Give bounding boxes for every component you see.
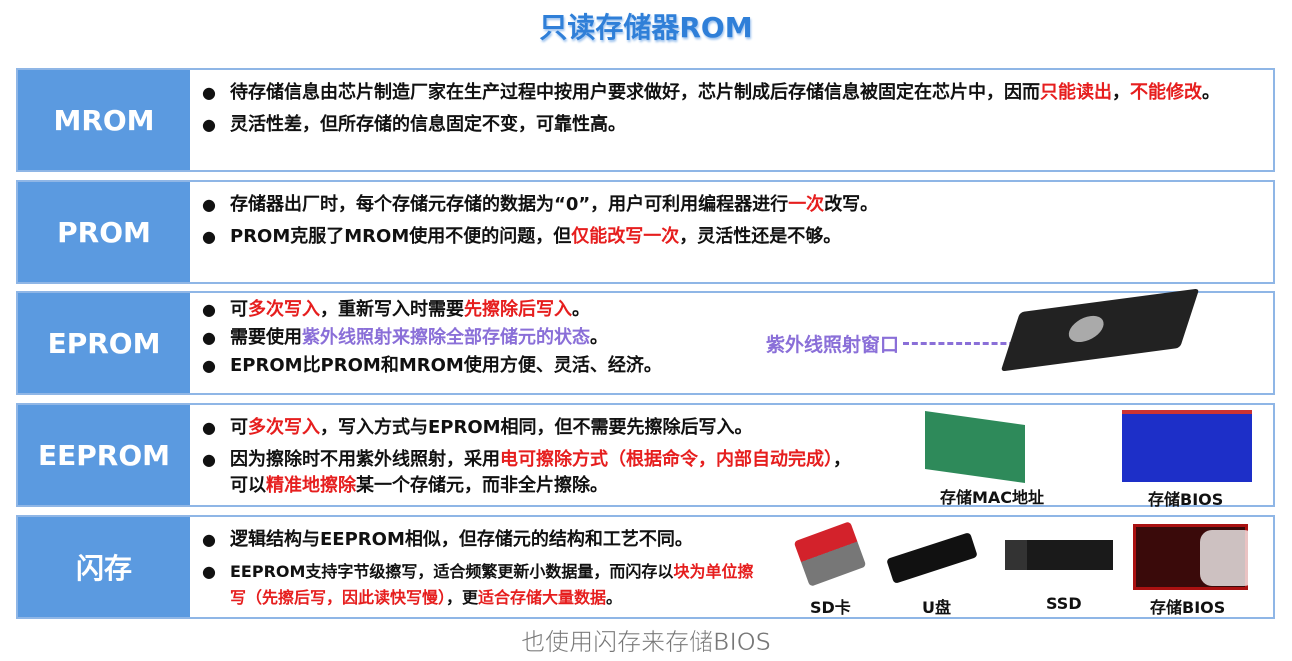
bullet-item: 灵活性差，但所存储的信息固定不变，可靠性高。 [200,112,1265,138]
bullet-item: 因为擦除时不用紫外线照射，采用电可擦除方式（根据命令，内部自动完成），可以精准地… [200,447,860,499]
row-label: EEPROM [18,405,190,505]
bullet-text: ，重新写入时需要 [320,299,464,320]
uv-window-icon [1065,313,1108,345]
highlight-text: 多次写入 [248,417,320,438]
subtitle-caption: 也使用闪存来存储BIOS [521,628,771,657]
row-content: 存储器出厂时，每个存储元存储的数据为“0”，用户可利用编程器进行一次改写。 PRO… [200,186,1265,250]
bullet-text: 可 [230,417,248,438]
uv-window-callout: 紫外线照射窗口 [766,330,1034,357]
rom-row-prom: PROM存储器出厂时，每个存储元存储的数据为“0”，用户可利用编程器进行一次改写… [16,180,1275,284]
row-label: PROM [18,182,190,282]
ssd-caption: SSD [1046,594,1082,613]
bullet-text: EPROM比PROM和MROM使用方便、灵活、经济。 [230,355,662,376]
bullet-text: 改写。 [824,194,879,215]
row-content: 逻辑结构与EEPROM相似，但存储元的结构和工艺不同。 EEPROM支持字节级擦写… [200,521,1265,611]
bullet-text: 存储器出厂时，每个存储元存储的数据为“0”，用户可利用编程器进行 [230,194,789,215]
rom-row-闪存: 闪存 逻辑结构与EEPROM相似，但存储元的结构和工艺不同。 EEPROM支持字节级… [16,515,1275,619]
highlight-text: 紫外线照射来擦除全部存储元的状态 [302,327,590,348]
bullet-text: 某一个存储元，而非全片擦除。 [356,475,608,496]
bullet-text: ，可以 [230,449,851,496]
bullet-text: ，更 [446,588,479,607]
bullet-text: 待存储信息由芯片制造厂家在生产过程中按用户要求做好，芯片制成后存储信息被固定在芯… [230,82,1040,103]
row-content: 可多次写入，重新写入时需要先擦除后写入。需要使用紫外线照射来擦除全部存储元的状态… [200,295,1265,379]
highlight-text: 先擦除后写入 [464,299,572,320]
highlight-text: 只能读出 [1040,82,1112,103]
rom-row-eeprom: EEPROM可多次写入，写入方式与EPROM相同，但不需要先擦除后写入。因为擦除… [16,403,1275,507]
bullet-item: 逻辑结构与EEPROM相似，但存储元的结构和工艺不同。 [200,527,1265,553]
bullet-text: 因为擦除时不用紫外线照射，采用 [230,449,500,470]
uv-window-label: 紫外线照射窗口 [766,334,900,356]
bullet-item: EPROM比PROM和MROM使用方便、灵活、经济。 [200,353,1265,379]
bullet-item: 可多次写入，写入方式与EPROM相同，但不需要先擦除后写入。 [200,415,1265,441]
bullet-text: 逻辑结构与EEPROM相似，但存储元的结构和工艺不同。 [230,529,693,550]
highlight-text: 多次写入 [248,299,320,320]
bullet-item: EEPROM支持字节级擦写，适合频繁更新小数据量，而闪存以块为单位擦写（先擦后写… [200,559,760,611]
bullet-text: ， [1112,82,1130,103]
usb-caption: U盘 [922,598,951,617]
bullet-text: 。 [572,299,590,320]
highlight-text: 精准地擦除 [266,475,356,496]
highlight-text: 仅能改写一次 [571,226,680,247]
bullet-text: 灵活性差，但所存储的信息固定不变，可靠性高。 [230,114,626,135]
mac-caption: 存储MAC地址 [940,488,1045,507]
bios-screen-image [1122,410,1252,482]
bullet-text: 可 [230,299,248,320]
bullet-text: EEPROM支持字节级擦写，适合频繁更新小数据量，而闪存以 [230,562,674,581]
highlight-text: 块为单位擦写（先擦后写，因此读快写慢） [230,562,754,607]
bullet-text: ，灵活性还是不够。 [679,226,842,247]
row-content: 可多次写入，写入方式与EPROM相同，但不需要先擦除后写入。因为擦除时不用紫外线… [200,409,1265,499]
highlight-text: 适合存储大量数据 [478,588,607,607]
bullet-text: ，写入方式与EPROM相同，但不需要先擦除后写入。 [320,417,753,438]
bullet-text: 。 [1202,82,1220,103]
page-title: 只读存储器ROM [539,11,753,44]
bullet-item: PROM克服了MROM使用不便的问题，但仅能改写一次，灵活性还是不够。 [200,224,1265,250]
bullet-text: PROM克服了MROM使用不便的问题，但 [230,226,572,247]
highlight-text: 电可擦除方式（根据命令，内部自动完成） [500,449,833,470]
sd-caption: SD卡 [810,598,851,617]
bullet-item: 可多次写入，重新写入时需要先擦除后写入。 [200,297,1265,323]
highlight-text: 一次 [788,194,825,215]
row-content: 待存储信息由芯片制造厂家在生产过程中按用户要求做好，芯片制成后存储信息被固定在芯… [200,74,1265,138]
rom-row-mrom: MROM 待存储信息由芯片制造厂家在生产过程中按用户要求做好，芯片制成后存储信息被… [16,68,1275,172]
bullet-text: 需要使用 [230,327,302,348]
bullet-item: 待存储信息由芯片制造厂家在生产过程中按用户要求做好，芯片制成后存储信息被固定在芯… [200,80,1265,106]
bios-caption-1: 存储BIOS [1148,490,1224,509]
video-logo-icon [1200,530,1256,586]
bullet-text: 。 [606,588,623,607]
dashed-arrow-icon [903,342,1034,345]
bios-caption-2: 存储BIOS [1150,598,1226,617]
row-label: EPROM [18,293,190,393]
ssd-image [1005,540,1113,570]
highlight-text: 不能修改 [1130,82,1202,103]
bullet-text: 。 [590,327,608,348]
bullet-item: 存储器出厂时，每个存储元存储的数据为“0”，用户可利用编程器进行一次改写。 [200,192,1265,218]
row-label: MROM [18,70,190,170]
row-label: 闪存 [18,517,190,617]
bullet-item: 需要使用紫外线照射来擦除全部存储元的状态。 [200,325,1265,351]
